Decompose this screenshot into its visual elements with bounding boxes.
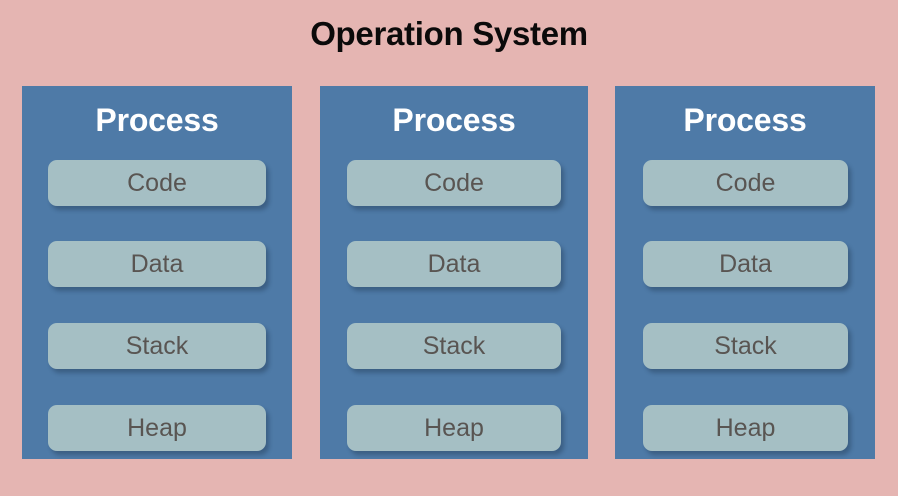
memory-segment-label: Data: [427, 250, 481, 278]
memory-segment-label: Heap: [715, 414, 776, 442]
process-container-3: Process Code Data Stack Heap: [615, 86, 875, 459]
process-container-1: Process Code Data Stack Heap: [22, 86, 292, 459]
memory-segment-label: Stack: [422, 332, 486, 360]
process-title: Process: [392, 102, 516, 138]
memory-segment-data: Data: [643, 241, 848, 287]
memory-segment-label: Data: [719, 250, 772, 278]
process-container-2: Process Code Data Stack Heap: [320, 86, 588, 459]
memory-segment-label: Heap: [424, 414, 484, 442]
memory-segment-heap: Heap: [643, 405, 848, 451]
memory-segment-data: Data: [48, 241, 266, 287]
memory-segment-code: Code: [347, 160, 561, 206]
memory-segment-heap: Heap: [48, 405, 266, 451]
memory-segment-label: Code: [424, 169, 484, 197]
process-title: Process: [95, 102, 219, 138]
process-title: Process: [683, 102, 807, 138]
memory-segment-label: Code: [715, 169, 776, 197]
memory-segment-label: Stack: [125, 332, 189, 360]
memory-segment-stack: Stack: [643, 323, 848, 369]
memory-segment-label: Code: [127, 169, 187, 197]
memory-segment-data: Data: [347, 241, 561, 287]
memory-segment-label: Data: [130, 250, 184, 278]
memory-segment-heap: Heap: [347, 405, 561, 451]
memory-segment-label: Heap: [127, 414, 187, 442]
memory-segment-stack: Stack: [347, 323, 561, 369]
page-title: Operation System: [310, 15, 588, 52]
memory-segment-label: Stack: [714, 332, 777, 360]
memory-segment-stack: Stack: [48, 323, 266, 369]
memory-segment-code: Code: [48, 160, 266, 206]
memory-segment-code: Code: [643, 160, 848, 206]
